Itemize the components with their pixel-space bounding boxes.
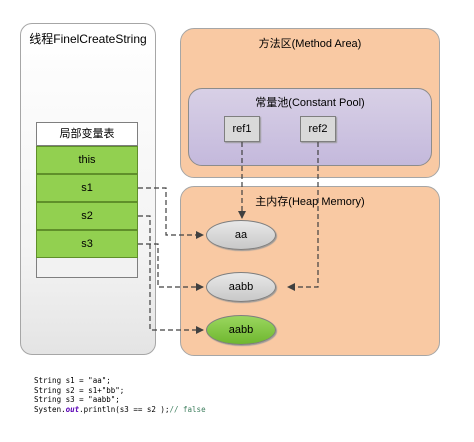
ref1-box: ref1 [224, 116, 260, 142]
local-variable-table-title: 局部变量表 [36, 122, 138, 146]
code-line-4-keyword: out [65, 404, 80, 414]
code-line-4: Systen.out.println(s3 == s2 );// false [34, 405, 206, 415]
constant-pool-title: 常量池(Constant Pool) [255, 97, 365, 109]
heap-memory-title: 主内存(Heap Memory) [255, 196, 365, 208]
heap-object-aabb-new: aabb [206, 315, 276, 345]
slot-s3: s3 [36, 230, 138, 258]
code-line-4-call: .println(s3 == s2 ); [79, 404, 170, 414]
arrow-s1-to-aa [138, 187, 204, 239]
slot-s1: s1 [36, 174, 138, 202]
ref2-box: ref2 [300, 116, 336, 142]
code-line-3: String s3 = "aabb"; [34, 395, 120, 404]
slot-s2: s2 [36, 202, 138, 230]
code-line-4-comment: // false [169, 404, 206, 414]
code-snippet: String s1 = "aa"; String s2 = s1+"bb"; S… [34, 376, 206, 414]
code-line-1: String s1 = "aa"; [34, 376, 111, 385]
arrow-ref2-to-aabb [287, 142, 319, 291]
heap-object-aa: aa [206, 220, 276, 250]
method-area-title: 方法区(Method Area) [258, 38, 362, 50]
code-line-2: String s2 = s1+"bb"; [34, 385, 125, 395]
heap-object-aabb-constant: aabb [206, 272, 276, 302]
thread-title: 线程FinelCreateString [29, 32, 147, 46]
arrow-s3-to-aabb [138, 243, 204, 291]
code-line-4-prefix: Systen. [34, 404, 66, 414]
arrow-s2-to-new-aabb [138, 215, 204, 334]
slot-this: this [36, 146, 138, 174]
